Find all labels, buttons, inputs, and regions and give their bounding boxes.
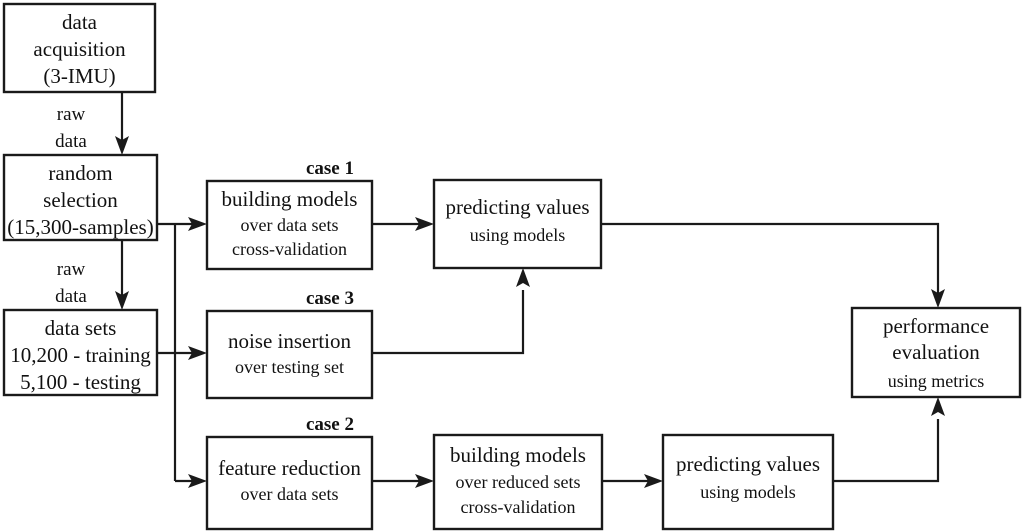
- node-line: (15,300-samples): [7, 215, 153, 239]
- node-line: data: [62, 10, 98, 34]
- edge-datasets-to-case3: [157, 346, 207, 360]
- node-line: performance: [883, 314, 989, 338]
- node-line: selection: [43, 188, 118, 212]
- node-line: feature reduction: [218, 456, 361, 480]
- node-line: random: [48, 161, 112, 185]
- node-data-sets[interactable]: data sets 10,200 - training 5,100 - test…: [2, 308, 159, 397]
- node-line: evaluation: [892, 340, 980, 364]
- node-noise-insertion-case3[interactable]: noise insertion over testing set: [205, 309, 374, 400]
- edge-label-raw-data-2: raw data: [55, 259, 87, 307]
- node-line: over testing set: [235, 357, 344, 377]
- case-label-3: case 3: [306, 288, 354, 309]
- edge-label-line: raw: [57, 259, 86, 280]
- node-line: cross-validation: [461, 497, 576, 517]
- edge-building2-to-predicting2: [602, 474, 663, 488]
- edge-label-line: data: [55, 286, 87, 307]
- node-line: building models: [222, 187, 358, 211]
- node-feature-reduction-case2[interactable]: feature reduction over data sets: [205, 435, 374, 531]
- node-line: building models: [450, 443, 586, 467]
- edge-feature-to-building2: [372, 474, 434, 488]
- node-line: over data sets: [241, 215, 339, 235]
- node-data-acquisition[interactable]: data acquisition (3-IMU): [2, 2, 157, 94]
- node-line: using models: [470, 225, 566, 245]
- node-line: (3-IMU): [43, 64, 115, 88]
- node-line: acquisition: [33, 37, 126, 61]
- node-line: predicting values: [676, 452, 820, 476]
- edge-label-line: raw: [57, 104, 86, 125]
- edge-predicting2-to-performance: [833, 397, 945, 483]
- case-label-2: case 2: [306, 414, 354, 435]
- edge-label-line: data: [55, 131, 87, 152]
- node-line: 5,100 - testing: [20, 370, 141, 394]
- node-line: using metrics: [888, 371, 985, 391]
- case-label-1: case 1: [306, 158, 354, 179]
- edge-predicting1-to-performance: [601, 222, 945, 308]
- node-building-models-case2[interactable]: building models over reduced sets cross-…: [432, 433, 604, 531]
- node-line: noise insertion: [228, 329, 352, 353]
- node-line: predicting values: [445, 195, 589, 219]
- node-building-models-case1[interactable]: building models over data sets cross-val…: [205, 179, 374, 271]
- edge-acquisition-to-selection: [115, 92, 129, 155]
- edge-building1-to-predicting1: [372, 217, 434, 231]
- node-predicting-values-case1[interactable]: predicting values using models: [432, 178, 603, 270]
- node-line: data sets: [45, 316, 117, 340]
- node-line: using models: [700, 482, 796, 502]
- node-line: over reduced sets: [456, 472, 581, 492]
- edge-label-raw-data-1: raw data: [55, 104, 87, 152]
- edge-noise-to-predicting1: [372, 268, 530, 355]
- node-random-selection[interactable]: random selection (15,300-samples): [2, 153, 159, 242]
- edge-selection-to-datasets: [115, 240, 129, 310]
- node-line: over data sets: [241, 484, 339, 504]
- node-predicting-values-case2[interactable]: predicting values using models: [661, 433, 835, 531]
- node-performance-evaluation[interactable]: performance evaluation using metrics: [850, 306, 1022, 399]
- edge-bus-to-case2: [175, 474, 207, 488]
- node-line: cross-validation: [232, 239, 347, 259]
- edge-selection-to-case1: [157, 217, 207, 231]
- node-line: 10,200 - training: [10, 343, 151, 367]
